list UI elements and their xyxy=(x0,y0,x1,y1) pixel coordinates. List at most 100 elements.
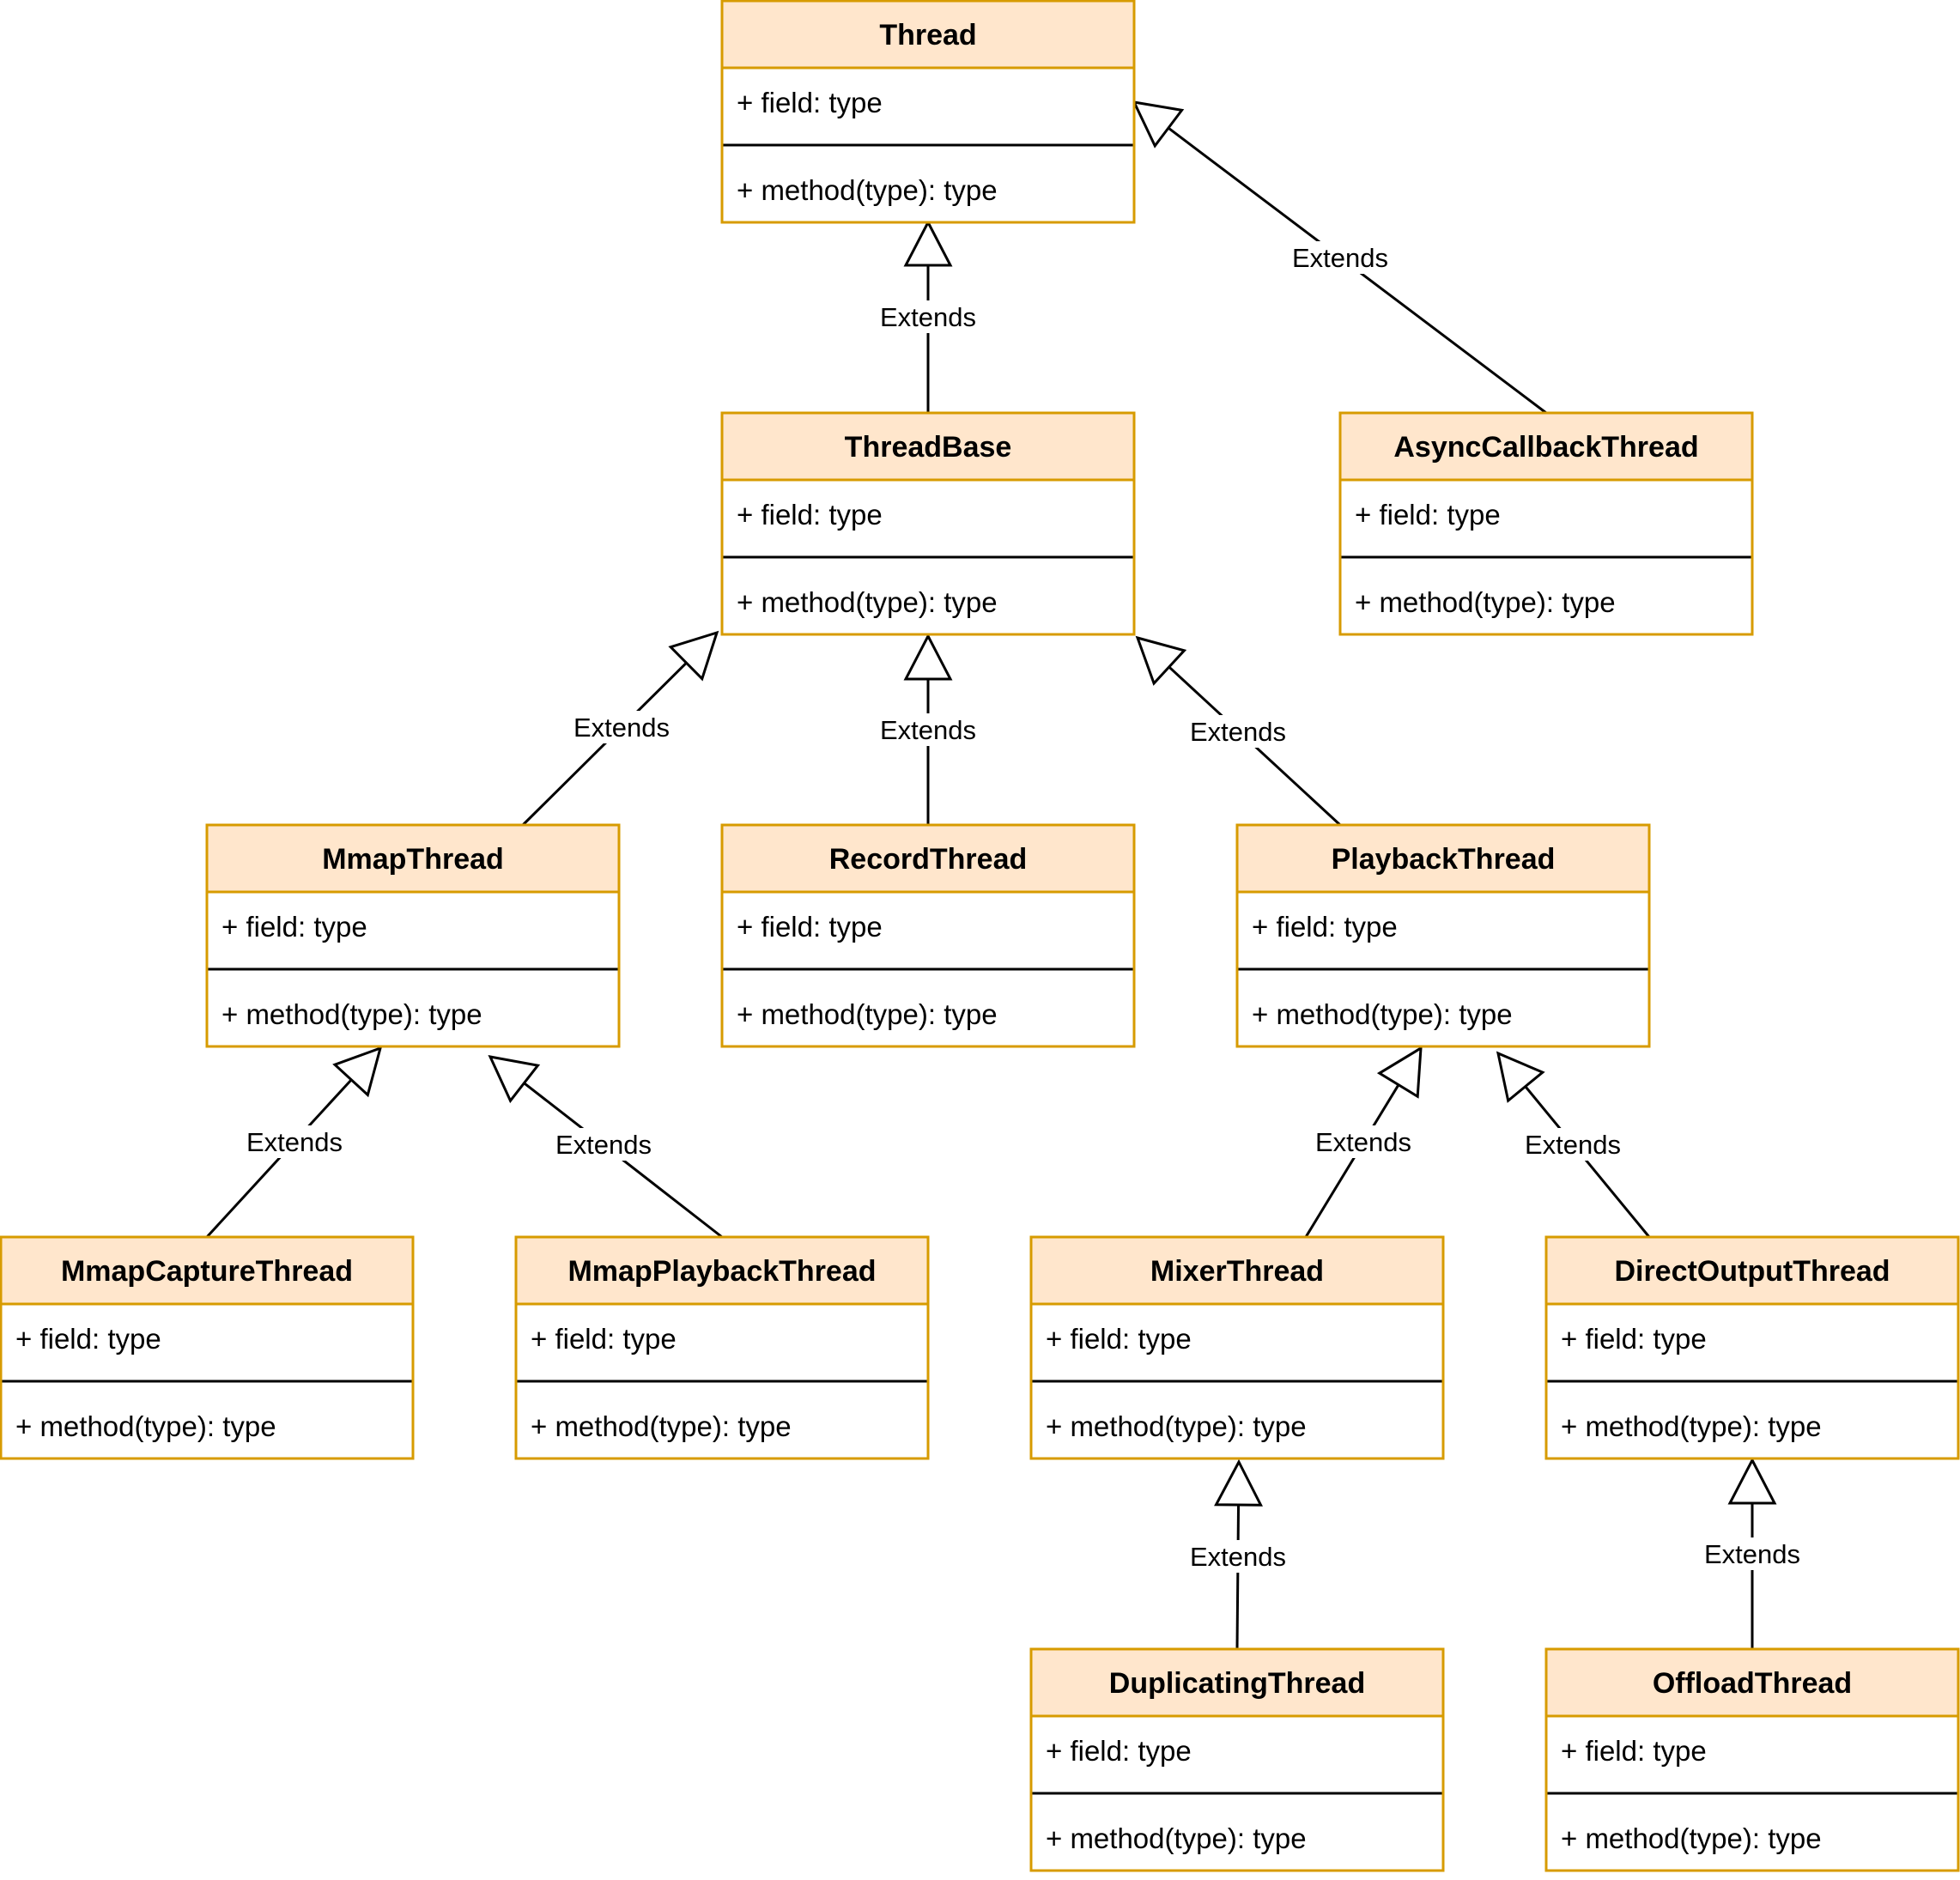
edge-label-background xyxy=(1286,241,1394,274)
class-box-offloadthread[interactable]: OffloadThread+ field: type+ method(type)… xyxy=(1544,1647,1960,1872)
edge-label: Extends xyxy=(880,715,976,745)
class-method: + method(type): type xyxy=(531,1410,792,1442)
edge-label: Extends xyxy=(246,1127,343,1157)
edge-line xyxy=(205,1078,353,1239)
extends-edge-threadbase-to-thread[interactable]: Extends xyxy=(874,219,982,413)
class-name: OffloadThread xyxy=(1653,1667,1852,1700)
class-box-border xyxy=(0,1235,415,1460)
class-box-border xyxy=(720,0,1136,224)
edge-label-background xyxy=(567,711,676,743)
class-name: AsyncCallbackThread xyxy=(1393,431,1698,464)
edge-label-background xyxy=(874,713,982,746)
hollow-triangle-arrowhead xyxy=(488,1055,541,1104)
edge-label-background xyxy=(549,1128,658,1161)
class-name: MmapCaptureThread xyxy=(61,1255,353,1288)
edge-label-background xyxy=(1519,1128,1627,1161)
class-name: MmapThread xyxy=(322,843,504,876)
class-box-border xyxy=(514,1235,930,1460)
class-field: + field: type xyxy=(1046,1323,1192,1355)
hollow-triangle-arrowhead xyxy=(1132,100,1185,149)
class-method: + method(type): type xyxy=(15,1410,276,1442)
edge-label: Extends xyxy=(1315,1127,1411,1157)
class-name: ThreadBase xyxy=(845,431,1012,464)
class-field: + field: type xyxy=(1561,1323,1707,1355)
class-box-asynccallbackthread[interactable]: AsyncCallbackThread + field: type + method… xyxy=(1338,411,1754,636)
class-method: + method(type): type xyxy=(737,998,998,1030)
edge-label-background xyxy=(1184,1540,1292,1573)
hollow-triangle-arrowhead xyxy=(903,219,953,267)
hollow-triangle-arrowhead xyxy=(332,1046,383,1098)
class-method: + method(type): type xyxy=(1046,1822,1307,1854)
edge-line xyxy=(1524,1085,1651,1238)
extends-edge-mmapthread-to-threadbase[interactable]: Extends xyxy=(521,630,719,827)
class-box-border xyxy=(1029,1647,1445,1872)
edge-label-background xyxy=(240,1125,349,1158)
extends-edge-playbackthread-to-threadbase[interactable]: Extends xyxy=(1135,635,1342,827)
class-box-mmapthread[interactable]: MmapThread + field: type + method(type): t… xyxy=(205,823,621,1048)
edge-label: Extends xyxy=(573,713,670,743)
class-box-playbackthread[interactable]: PlaybackThread + field: type + method(type… xyxy=(1235,823,1651,1048)
class-name: DirectOutputThread xyxy=(1614,1255,1890,1288)
class-header xyxy=(1235,823,1651,894)
extends-edge-duplicatingthread-to-mixerthread[interactable]: Extends xyxy=(1184,1459,1292,1650)
edge-label-background xyxy=(1309,1125,1417,1158)
class-field: + field: type xyxy=(737,499,883,531)
class-name: Thread xyxy=(879,19,976,52)
class-box-border xyxy=(1338,411,1754,636)
class-box-border xyxy=(1544,1235,1960,1460)
class-name: RecordThread xyxy=(829,843,1028,876)
edge-label: Extends xyxy=(1292,243,1388,273)
edge-label: Extends xyxy=(1525,1130,1621,1160)
edge-label-background xyxy=(1184,715,1292,748)
class-box-border xyxy=(1544,1647,1960,1872)
class-field: + field: type xyxy=(1252,911,1398,943)
hollow-triangle-arrowhead xyxy=(668,630,719,682)
extends-edge-offloadthread-to-directoutputthread[interactable]: Extends xyxy=(1698,1457,1806,1649)
class-name: PlaybackThread xyxy=(1332,843,1556,876)
extends-edge-mmapcapturethread-to-mmapthread[interactable]: Extends xyxy=(205,1046,383,1239)
class-field: + field: type xyxy=(737,87,883,118)
hollow-triangle-arrowhead xyxy=(1376,1046,1423,1099)
class-header xyxy=(720,0,1136,70)
class-box-threadbase[interactable]: ThreadBase + field: type + method(type): t… xyxy=(720,411,1136,636)
class-box-recordthread[interactable]: RecordThread + field: type + method(type):… xyxy=(720,823,1136,1048)
class-box-thread[interactable]: Thread + field: type + method(type): type xyxy=(720,0,1136,224)
edge-label: Extends xyxy=(880,302,976,332)
class-header xyxy=(720,411,1136,482)
extends-edge-mixerthread-to-playbackthread[interactable]: Extends xyxy=(1304,1046,1423,1238)
class-field: + field: type xyxy=(221,911,367,943)
class-box-border xyxy=(205,823,621,1048)
class-box-duplicatingthread[interactable]: DuplicatingThread+ field: type+ method(t… xyxy=(1029,1647,1445,1872)
edge-line xyxy=(1235,1504,1241,1650)
class-box-mmapcapturethread[interactable]: MmapCaptureThread+ field: type+ method(t… xyxy=(0,1235,415,1460)
extends-edge-directoutputthread-to-playbackthread[interactable]: Extends xyxy=(1496,1051,1651,1238)
class-box-mixerthread[interactable]: MixerThread+ field: type+ method(type): … xyxy=(1029,1235,1445,1460)
class-name: DuplicatingThread xyxy=(1109,1667,1365,1700)
class-method: + method(type): type xyxy=(1355,586,1616,618)
class-field: + field: type xyxy=(737,911,883,943)
extends-edge-asynccallbackthread-to-thread[interactable]: Extends xyxy=(1132,100,1547,415)
class-box-border xyxy=(1029,1235,1445,1460)
class-header xyxy=(720,823,1136,894)
class-box-directoutputthread[interactable]: DirectOutputThread+ field: type+ method(… xyxy=(1544,1235,1960,1460)
class-method: + method(type): type xyxy=(737,174,998,206)
class-method: + method(type): type xyxy=(1252,998,1513,1030)
class-method: + method(type): type xyxy=(737,586,998,618)
extends-edge-mmapplaybackthread-to-mmapthread[interactable]: Extends xyxy=(488,1055,723,1239)
class-field: + field: type xyxy=(1355,499,1501,531)
class-method: + method(type): type xyxy=(1046,1410,1307,1442)
extends-edge-recordthread-to-threadbase[interactable]: Extends xyxy=(874,633,982,825)
class-field: + field: type xyxy=(531,1323,677,1355)
class-box-mmapplaybackthread[interactable]: MmapPlaybackThread+ field: type+ method(… xyxy=(514,1235,930,1460)
class-box-border xyxy=(720,823,1136,1048)
class-method: + method(type): type xyxy=(221,998,482,1030)
edge-label: Extends xyxy=(555,1130,652,1160)
edge-label-background xyxy=(874,300,982,333)
hollow-triangle-arrowhead xyxy=(1214,1459,1263,1507)
edge-line xyxy=(1304,1083,1400,1238)
hollow-triangle-arrowhead xyxy=(1727,1457,1777,1505)
class-box-border xyxy=(720,411,1136,636)
